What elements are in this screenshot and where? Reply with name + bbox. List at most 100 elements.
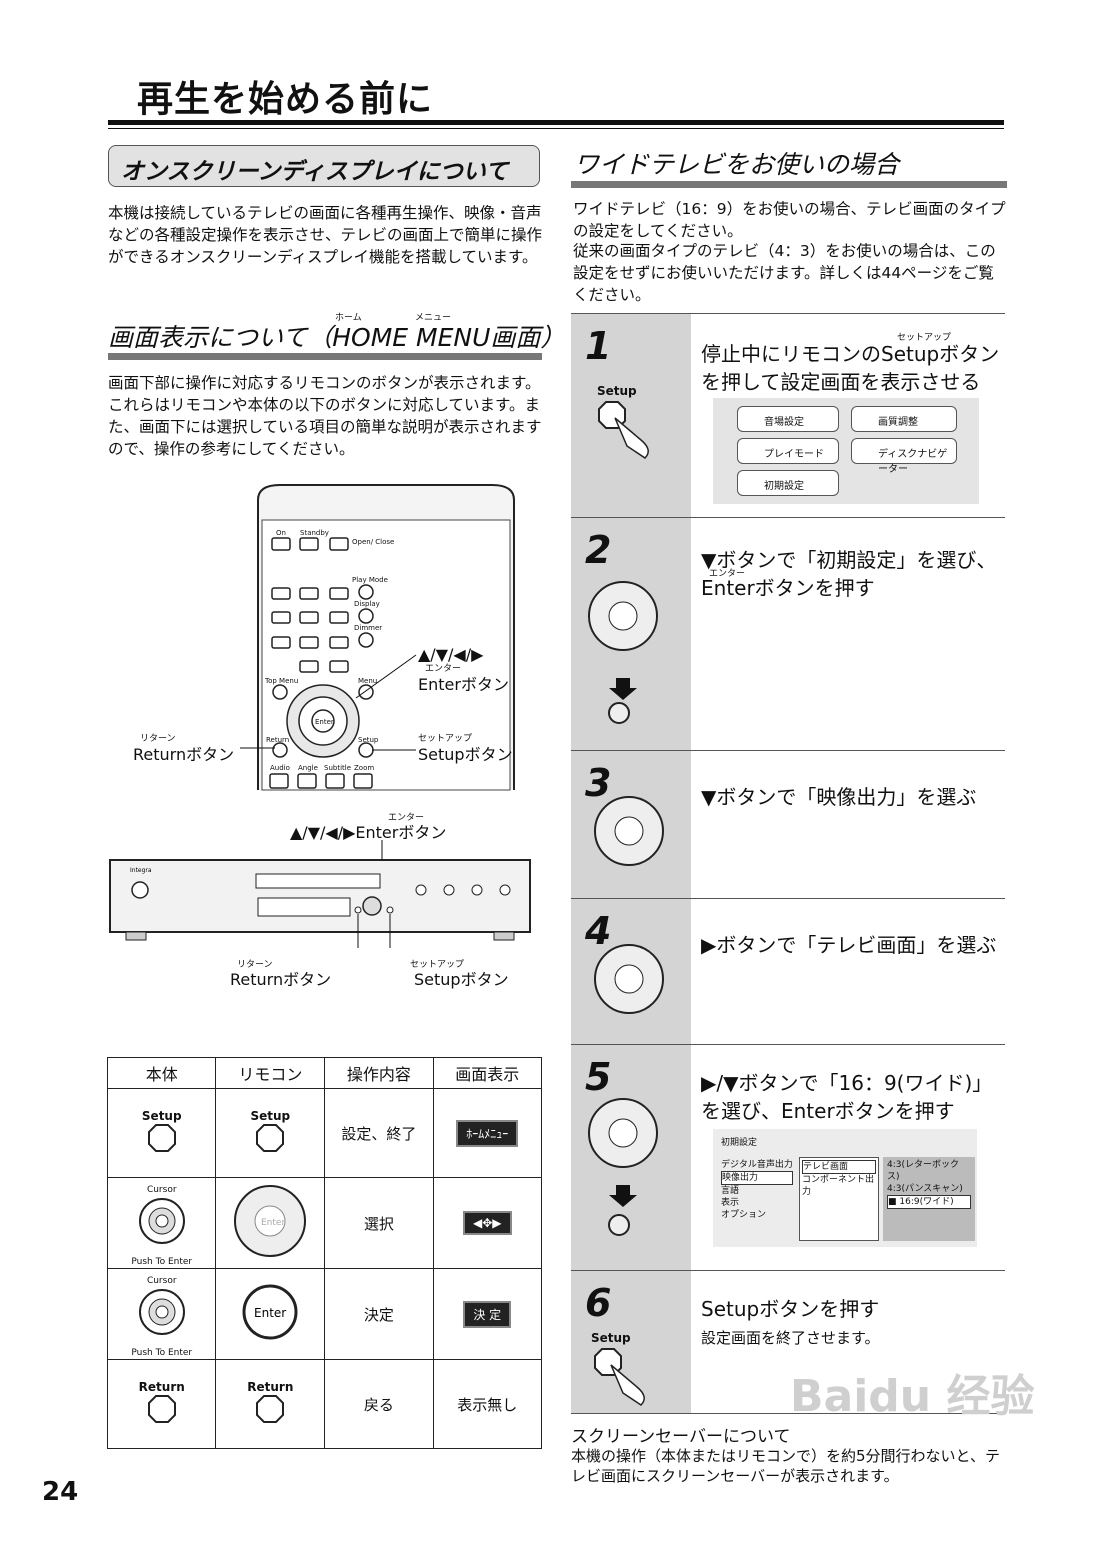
title-rule <box>108 120 1004 125</box>
init-item-component-output[interactable]: コンポーネント出力 <box>802 1175 875 1197</box>
init-menu-title: 初期設定 <box>721 1138 758 1148</box>
option-wide[interactable]: ■ 16:9(ワイド) <box>887 1195 971 1209</box>
cell-remote-return: Return <box>215 1359 326 1449</box>
key-audio: Audio <box>270 764 290 772</box>
home-menu-badge: ﾎｰﾑﾒﾆｭｰ <box>456 1119 519 1147</box>
octagon-button-icon <box>147 1124 176 1152</box>
step-subtext: 設定画面を終了させます。 <box>701 1329 880 1347</box>
cell-screen: ﾎｰﾑﾒﾆｭｰ <box>432 1088 542 1178</box>
menu-picture-adjust[interactable]: 画質調整 <box>851 406 957 432</box>
remote-enter-ruby: エンター <box>425 664 462 674</box>
octagon-button-icon <box>256 1124 285 1152</box>
watermark: Baidu 经验 <box>790 1371 1035 1422</box>
svg-text:Enter: Enter <box>254 1306 286 1320</box>
hand-press-icon <box>594 1348 645 1406</box>
option-panscan[interactable]: 4:3(パンスキャン) <box>887 1184 963 1194</box>
remote-dpad-icon: Enter <box>234 1185 307 1257</box>
cursor-dial-icon <box>138 1289 185 1335</box>
remote-setup-ruby: セットアップ <box>418 734 473 744</box>
step-text: ▶/▼ボタンで「16：9(ワイド)」を選び、Enterボタンを押す <box>701 1071 993 1123</box>
cell-screen: 表示無し <box>432 1359 542 1449</box>
svg-text:Enter: Enter <box>261 1218 285 1228</box>
init-item-tv-screen[interactable]: テレビ画面 <box>802 1160 876 1174</box>
key-subtitle: Subtitle <box>324 764 351 772</box>
init-item-video-output[interactable]: 映像出力 <box>721 1171 793 1185</box>
init-menu-col1: デジタル音声出力 映像出力 言語 表示 オプション <box>721 1159 793 1221</box>
table-row: Setup Setup 設定、終了 ﾎｰﾑﾒﾆｭｰ <box>106 1088 542 1178</box>
menu-initial-settings[interactable]: 初期設定 <box>737 470 839 496</box>
key-open-close: Open/ Close <box>352 538 394 546</box>
step-number-panel: 6 Setup <box>571 1271 691 1413</box>
page-title: 再生を始める前に <box>137 79 434 120</box>
menu-play-mode[interactable]: プレイモード <box>737 438 839 464</box>
header-remote: リモコン <box>215 1057 326 1089</box>
step-number-panel: 5 <box>571 1045 691 1271</box>
cell-unit-setup: Setup <box>106 1088 217 1178</box>
dpad-icon <box>594 944 664 1014</box>
screensaver-text: 本機の操作（本体またはリモコンで）を約5分間行わないと、テレビ画面にスクリーンセ… <box>571 1447 1000 1485</box>
unit-arrows-enter-label: ▲/▼/◀/▶Enterボタン <box>290 823 447 842</box>
step-1: 1 Setup セットアップ 停止中にリモコンのSetupボタンを押して設定画面… <box>571 313 1005 518</box>
step-number: 6 <box>585 1281 612 1325</box>
key-enter: Enter <box>315 718 334 726</box>
unit-setup-label: Setupボタン <box>414 970 509 989</box>
home-paragraph: 画面下部に操作に対応するリモコンのボタンが表示されます。これらはリモコンや本体の… <box>108 374 542 458</box>
osd-paragraph: 本機は接続しているテレビの画面に各種再生操作、映像・音声などの各種設定操作を表示… <box>108 204 543 266</box>
cell-screen: ◀✥▶ <box>432 1177 542 1269</box>
dpad-icon <box>594 796 664 866</box>
cell-remote-enter: Enter <box>215 1268 326 1360</box>
cursor-dial-icon <box>138 1198 185 1244</box>
wide-heading-bar <box>571 181 1007 188</box>
key-dimmer: Dimmer <box>354 624 382 632</box>
step-5: 5 ▶/▼ボタンで「16：9(ワイド)」を選び、Enterボタンを押す 初期設定… <box>571 1044 1005 1271</box>
octagon-button-icon <box>256 1395 285 1423</box>
key-setup: Setup <box>358 736 379 744</box>
init-item-digital-audio[interactable]: デジタル音声出力 <box>721 1160 793 1170</box>
initial-settings-screen: 初期設定 デジタル音声出力 映像出力 言語 表示 オプション テレビ画面 コンポ… <box>713 1129 977 1247</box>
cell-action: 決定 <box>324 1268 434 1360</box>
home-menu-heading: 画面表示について（HOME MENU画面） <box>108 323 566 352</box>
key-on: On <box>276 529 286 537</box>
header-action: 操作内容 <box>324 1057 434 1089</box>
unit-enter-ruby: エンター <box>388 813 425 823</box>
menu-disc-navigator[interactable]: ディスクナビゲーター <box>851 438 957 475</box>
unit-return-ruby: リターン <box>237 960 273 970</box>
init-menu-col2: テレビ画面 コンポーネント出力 <box>799 1157 879 1241</box>
remote-illustration: On Standby Open/ Close Play Mode Display… <box>240 484 515 791</box>
step-text: 停止中にリモコンのSetupボタンを押して設定画面を表示させる <box>701 342 1000 394</box>
remote-setup-label: Setupボタン <box>418 745 513 764</box>
key-play-mode: Play Mode <box>352 576 388 584</box>
dpad-press-icon <box>588 581 658 724</box>
unit-brand: Integra <box>130 867 152 874</box>
init-item-options[interactable]: オプション <box>721 1210 767 1220</box>
step-text: ▼ボタンで「映像出力」を選ぶ <box>701 785 977 809</box>
step-ruby: エンター <box>709 569 746 579</box>
cell-action: 選択 <box>324 1177 434 1269</box>
step-number-panel: 2 <box>571 518 691 751</box>
cell-action: 戻る <box>324 1359 434 1449</box>
key-standby: Standby <box>300 529 329 537</box>
cell-remote-cursor: Enter <box>215 1177 326 1269</box>
remote-enter-label: Enterボタン <box>418 675 509 694</box>
select-badge: ◀✥▶ <box>462 1211 512 1235</box>
dpad-press-icon <box>588 1098 658 1236</box>
main-unit-illustration: Integra <box>109 840 531 948</box>
option-letterbox[interactable]: 4:3(レターボックス) <box>887 1160 959 1182</box>
step-number: 4 <box>585 909 612 953</box>
cell-action: 設定、終了 <box>324 1088 434 1178</box>
step-number-panel: 3 <box>571 751 691 899</box>
setup-menu-screen: 音場設定 画質調整 プレイモード ディスクナビゲーター 初期設定 <box>713 398 979 504</box>
cell-unit-return: Return <box>106 1359 217 1449</box>
remote-arrows-label: ▲/▼/◀/▶ <box>418 645 484 664</box>
title-rule-thin <box>108 128 1004 129</box>
init-item-display[interactable]: 表示 <box>721 1198 740 1208</box>
menu-sound-settings[interactable]: 音場設定 <box>737 406 839 432</box>
hand-press-icon <box>598 401 649 459</box>
step-text: ▶ボタンで「テレビ画面」を選ぶ <box>701 933 997 957</box>
init-menu-col3: 4:3(レターボックス) 4:3(パンスキャン) ■ 16:9(ワイド) <box>883 1157 975 1241</box>
key-zoom: Zoom <box>354 764 374 772</box>
init-item-language[interactable]: 言語 <box>721 1186 740 1196</box>
